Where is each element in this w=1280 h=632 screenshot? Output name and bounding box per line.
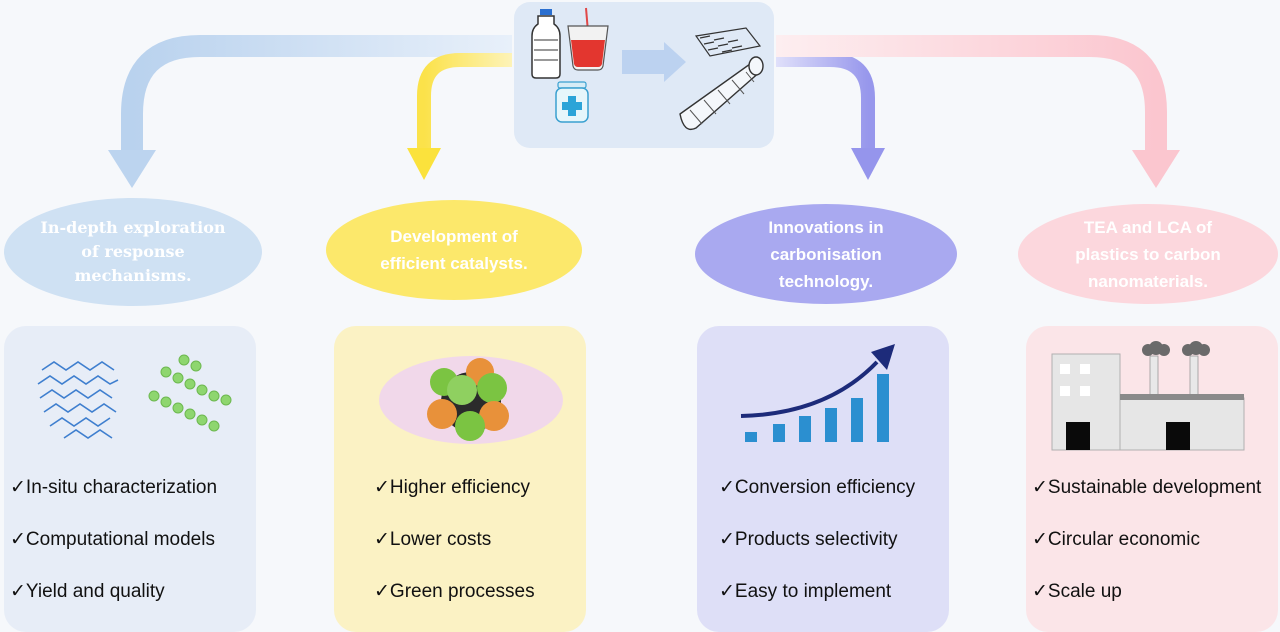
title-line: Innovations in: [768, 217, 884, 237]
conversion-arrow: [622, 42, 686, 82]
bullet-item: ✓Conversion efficiency: [719, 477, 916, 498]
molecular-structure-icon: [37, 354, 232, 439]
bullet-item: ✓Circular economic: [1032, 529, 1200, 550]
arrow-pink: [776, 35, 1167, 152]
arrow-pink-head: [1132, 150, 1180, 188]
bullet-item: ✓Products selectivity: [719, 529, 898, 550]
panel-mechanisms: ✓In-situ characterization ✓Computational…: [4, 326, 256, 632]
arrow-blue-head: [108, 150, 156, 188]
growth-chart-icon: [740, 344, 895, 442]
plastic-bottle-icon: [531, 9, 561, 79]
panel-tea-lca: ✓Sustainable development ✓Circular econo…: [1026, 326, 1278, 632]
plastic-cup-icon: [567, 7, 609, 71]
arrow-purple-head: [851, 148, 885, 180]
arrow-yellow-head: [407, 148, 441, 180]
topic-title-mechanisms: In-depth exploration of response mechani…: [4, 198, 262, 306]
topic-title-carbonisation: Innovations in carbonisation technology.: [695, 204, 957, 304]
title-line: Development of: [390, 227, 518, 246]
bullet-item: ✓Sustainable development: [1032, 477, 1262, 498]
title-line: mechanisms.: [74, 266, 192, 285]
bullet-item: ✓Higher efficiency: [374, 477, 531, 498]
carbon-nanotube-icon: [679, 56, 764, 131]
arrow-yellow: [417, 53, 512, 150]
panel-carbonisation: ✓Conversion efficiency ✓Products selecti…: [697, 326, 949, 632]
factory-icon: [1051, 341, 1245, 451]
bullet-item: ✓Computational models: [10, 529, 215, 550]
bullet-item: ✓Yield and quality: [10, 581, 165, 602]
medicine-jar-icon: [555, 81, 589, 123]
title-line: In-depth exploration: [40, 218, 226, 237]
bullet-item: ✓In-situ characterization: [10, 477, 218, 498]
arrow-blue: [121, 35, 512, 152]
bullet-item: ✓Scale up: [1032, 581, 1122, 602]
title-line: plastics to carbon: [1075, 244, 1221, 264]
title-line: TEA and LCA of: [1083, 217, 1213, 237]
graphene-sheet-icon: [694, 27, 762, 57]
title-line: efficient catalysts.: [380, 254, 528, 273]
catalyst-cluster-icon: [379, 356, 563, 444]
title-line: carbonisation: [770, 244, 882, 264]
panel-catalysts: ✓Higher efficiency ✓Lower costs ✓Green p…: [334, 326, 586, 632]
plastics-to-carbon-box: [514, 2, 774, 148]
bullet-item: ✓Easy to implement: [719, 581, 892, 602]
topic-title-catalysts: Development of efficient catalysts.: [326, 200, 582, 300]
title-line: nanomaterials.: [1087, 271, 1208, 291]
title-line: of response: [81, 242, 185, 261]
topic-title-tea-lca: TEA and LCA of plastics to carbon nanoma…: [1018, 204, 1278, 304]
title-line: technology.: [778, 271, 874, 291]
plastics-to-carbon-illustration: [531, 7, 764, 131]
arrow-purple: [776, 53, 875, 150]
bullet-item: ✓Green processes: [374, 581, 535, 602]
bullet-item: ✓Lower costs: [374, 529, 492, 550]
